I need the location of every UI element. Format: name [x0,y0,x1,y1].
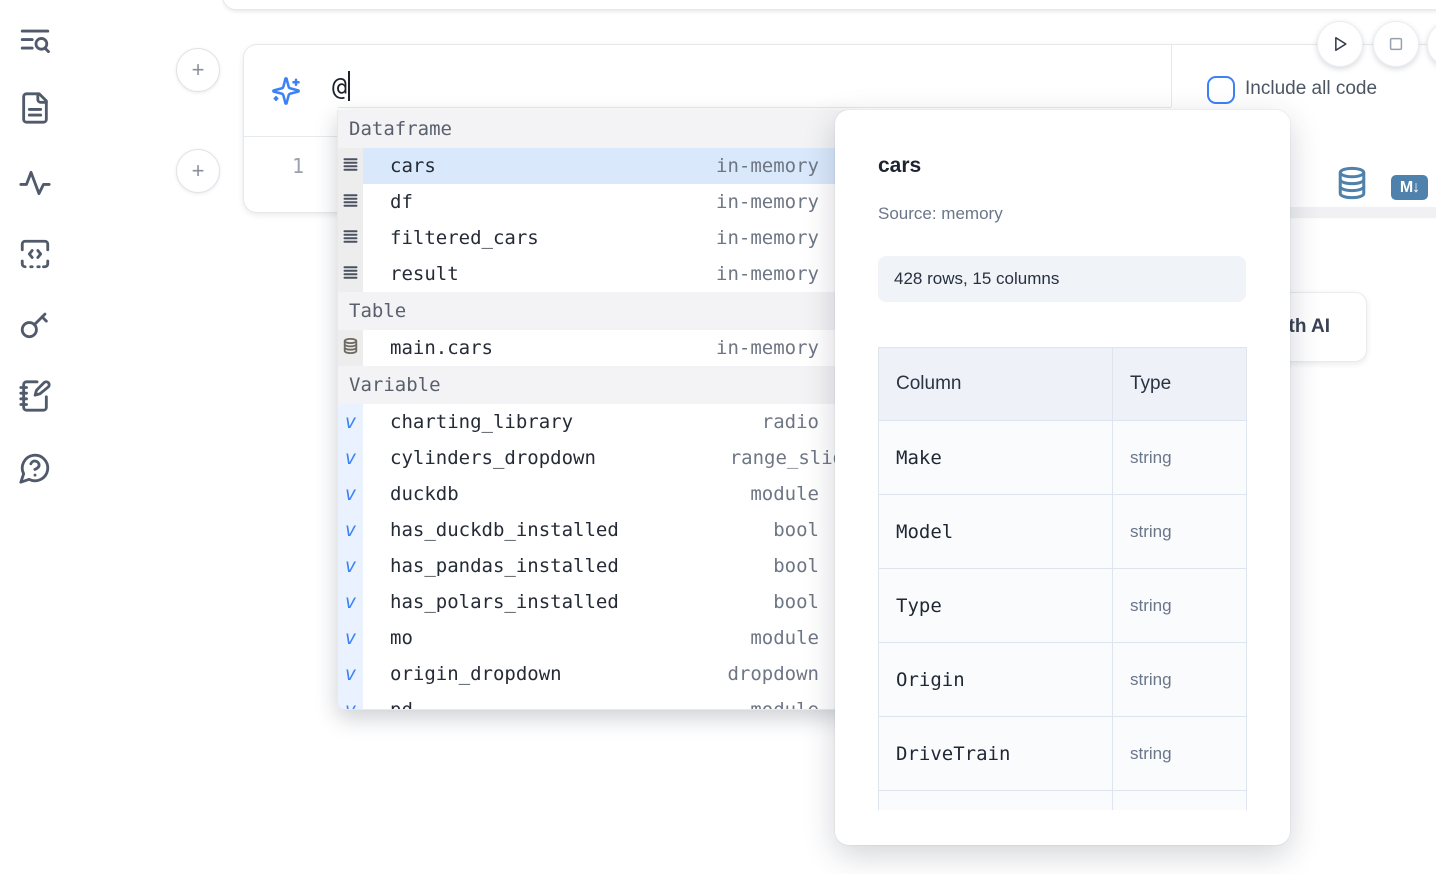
autocomplete-item-has-pandas-installed[interactable]: v has_pandas_installedbool [338,548,847,584]
schema-header-type: Type [1113,348,1247,421]
autocomplete-item-duckdb[interactable]: v duckdbmodule [338,476,847,512]
text-caret [348,71,350,101]
column-name: DriveTrain [879,717,1113,791]
column-name: Type [879,569,1113,643]
autocomplete-item-origin-dropdown[interactable]: v origin_dropdowndropdown [338,656,847,692]
help-chat-icon[interactable] [18,451,54,487]
autocomplete-item-mo[interactable]: v momodule [338,620,847,656]
schema-table: Column Type Make string Model string Typ… [878,347,1247,810]
preview-shape-badge: 428 rows, 15 columns [878,256,1246,302]
editor-line-number: 1 [268,154,304,178]
variable-icon: v [345,447,356,469]
column-type: string [1113,643,1247,717]
include-all-code-checkbox[interactable] [1207,76,1235,104]
prompt-value: @ [332,72,347,101]
previous-cell-edge[interactable] [222,0,1436,10]
autocomplete-item-main-cars[interactable]: main.carsin-memory [338,330,847,366]
preview-source: Source: memory [878,204,1003,224]
section-header-dataframe: Dataframe [338,110,847,148]
autocomplete-item-df[interactable]: dfin-memory [338,184,847,220]
autocomplete-item-charting-library[interactable]: v charting_libraryradio [338,404,847,440]
stop-square-icon [1386,34,1406,54]
dataframe-icon [343,263,358,285]
table-row: Origin string [879,643,1247,717]
column-type: string [1113,569,1247,643]
dataframe-preview-popup: cars Source: memory 428 rows, 15 columns… [835,110,1290,845]
code-snippet-icon[interactable] [18,237,54,273]
schema-header-column: Column [879,348,1113,421]
key-icon[interactable] [18,307,54,343]
database-icon[interactable] [1336,166,1368,200]
dataframe-icon [343,227,358,249]
autocomplete-dropdown: Dataframe carsin-memory dfin-memory filt… [337,110,848,710]
variable-icon: v [345,591,356,613]
table-row [879,791,1247,811]
dataframe-icon [343,155,358,177]
autocomplete-item-cylinders-dropdown[interactable]: v cylinders_dropdownrange_slider [338,440,847,476]
autocomplete-item-result[interactable]: resultin-memory [338,256,847,292]
column-name [879,791,1113,811]
table-row: Type string [879,569,1247,643]
column-type: string [1113,421,1247,495]
autocomplete-item-pd[interactable]: v pdmodule [338,692,847,710]
variable-icon: v [345,555,356,577]
table-row: Make string [879,421,1247,495]
variable-icon: v [345,627,356,649]
ai-sparkles-icon [271,76,301,106]
play-icon [1330,34,1350,54]
run-cell-button[interactable] [1317,21,1363,67]
column-name: Model [879,495,1113,569]
column-type [1113,791,1247,811]
variable-icon: v [345,411,356,433]
table-database-icon [343,337,358,359]
column-name: Make [879,421,1113,495]
markdown-convert-icon[interactable]: M↓ [1391,175,1428,200]
section-header-variable: Variable [338,366,847,404]
prompt-divider [338,107,1171,108]
autocomplete-item-has-duckdb-installed[interactable]: v has_duckdb_installedbool [338,512,847,548]
table-row: Model string [879,495,1247,569]
autocomplete-item-has-polars-installed[interactable]: v has_polars_installedbool [338,584,847,620]
activity-icon[interactable] [18,166,54,202]
variable-icon: v [345,519,356,541]
autocomplete-item-cars[interactable]: carsin-memory [338,148,847,184]
scratchpad-icon[interactable] [18,379,54,415]
include-all-code-label: Include all code [1245,78,1377,100]
ai-prompt-input[interactable]: @ [332,71,350,101]
schema-table-container[interactable]: Column Type Make string Model string Typ… [878,347,1247,810]
table-row: DriveTrain string [879,717,1247,791]
section-header-table: Table [338,292,847,330]
variable-icon: v [345,663,356,685]
preview-title: cars [878,154,921,178]
prompt-right-divider [1171,45,1172,107]
file-document-icon[interactable] [18,91,54,127]
dataframe-icon [343,191,358,213]
add-cell-below-button[interactable]: + [176,149,220,193]
text-search-icon[interactable] [18,24,54,60]
variable-icon: v [345,483,356,505]
variable-icon: v [345,699,356,710]
stop-button[interactable] [1373,21,1419,67]
column-name: Origin [879,643,1113,717]
add-cell-above-button[interactable]: + [176,48,220,92]
autocomplete-item-filtered-cars[interactable]: filtered_carsin-memory [338,220,847,256]
column-type: string [1113,717,1247,791]
gutter-divider [244,136,338,137]
column-type: string [1113,495,1247,569]
